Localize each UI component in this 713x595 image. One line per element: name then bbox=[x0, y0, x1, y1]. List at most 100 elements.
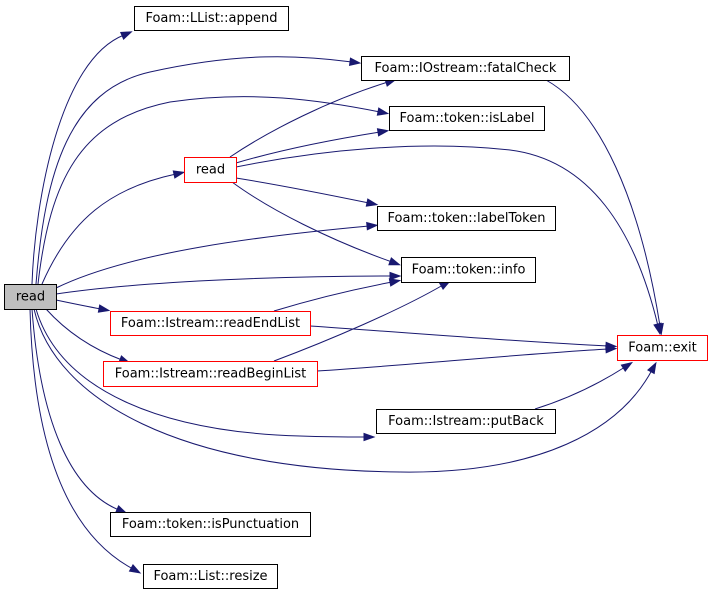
edge-line bbox=[534, 366, 626, 410]
node-box bbox=[376, 409, 556, 434]
node-box bbox=[143, 564, 278, 589]
edge-read2-to-info bbox=[231, 181, 401, 266]
node-box bbox=[401, 257, 536, 283]
node-box bbox=[184, 157, 237, 183]
edge-root-to-read2 bbox=[41, 170, 186, 285]
edge-root-to-isLabel bbox=[37, 96, 390, 285]
edge-root-to-exit bbox=[33, 308, 657, 473]
node-box bbox=[617, 335, 708, 361]
node-label: Foam::Istream::readEndList bbox=[121, 316, 300, 331]
edge-readEndList-to-info bbox=[273, 278, 402, 312]
edge-arrowhead bbox=[119, 31, 133, 40]
edge-line bbox=[55, 225, 370, 289]
edge-line bbox=[235, 177, 370, 204]
edge-line bbox=[545, 79, 661, 327]
node-info[interactable]: Foam::token::info bbox=[401, 257, 536, 283]
node-box bbox=[4, 284, 57, 310]
edge-readBeginList-to-exit bbox=[316, 344, 618, 372]
nodes-layer: read Foam::LList::appendFoam::IOstream::f… bbox=[4, 6, 708, 589]
edge-line bbox=[33, 308, 653, 473]
edge-root-to-info bbox=[55, 271, 402, 295]
edge-line bbox=[309, 325, 609, 347]
edge-putBack-to-exit bbox=[534, 361, 634, 410]
edge-arrowhead bbox=[655, 322, 664, 336]
node-readBeginList[interactable]: Foam::Istream::readBeginList bbox=[103, 361, 318, 387]
edge-root-to-labelToken bbox=[55, 221, 379, 289]
edge-line bbox=[229, 81, 389, 158]
edge-line bbox=[316, 348, 609, 372]
edge-line bbox=[273, 281, 393, 312]
node-label: Foam::token::info bbox=[412, 263, 526, 278]
node-box bbox=[110, 512, 311, 537]
edge-line bbox=[41, 173, 177, 285]
edge-arrowhead bbox=[97, 304, 111, 313]
edge-read2-to-exit bbox=[235, 145, 662, 336]
edge-line bbox=[29, 308, 134, 570]
edge-arrowhead bbox=[389, 271, 402, 281]
node-fatalCheck[interactable]: Foam::IOstream::fatalCheck bbox=[361, 56, 570, 81]
edge-line bbox=[35, 56, 353, 285]
edge-root-to-readEndList bbox=[55, 299, 111, 313]
edge-root-to-putBack bbox=[35, 308, 376, 442]
edge-line bbox=[231, 181, 393, 263]
edge-root-to-fatalCheck bbox=[35, 56, 362, 285]
node-label: Foam::LList::append bbox=[145, 11, 277, 26]
edge-line bbox=[45, 308, 123, 361]
edge-fatalCheck-to-exit bbox=[545, 79, 664, 336]
node-labelToken[interactable]: Foam::token::labelToken bbox=[377, 206, 556, 231]
node-resize[interactable]: Foam::List::resize bbox=[143, 564, 278, 589]
edge-root-to-isPunctuation bbox=[31, 308, 128, 514]
edge-arrowhead bbox=[388, 278, 402, 287]
node-label: Foam::List::resize bbox=[153, 569, 267, 584]
edge-arrowhead bbox=[647, 361, 657, 375]
edge-line bbox=[35, 308, 367, 438]
node-label: Foam::token::isLabel bbox=[400, 111, 535, 126]
edge-arrowhead bbox=[376, 128, 390, 137]
node-label: read bbox=[196, 163, 225, 178]
edge-line bbox=[31, 34, 125, 285]
node-putBack[interactable]: Foam::Istream::putBack bbox=[376, 409, 556, 434]
node-label: Foam::Istream::putBack bbox=[388, 414, 544, 429]
node-label: Foam::token::isPunctuation bbox=[122, 517, 299, 532]
edge-line bbox=[55, 299, 102, 310]
edge-read2-to-fatalCheck bbox=[229, 78, 398, 158]
edge-arrowhead bbox=[376, 107, 390, 116]
edge-root-to-append bbox=[31, 31, 133, 285]
node-box bbox=[110, 311, 311, 336]
edge-arrowhead bbox=[363, 432, 376, 442]
edge-root-to-resize bbox=[29, 308, 142, 574]
node-exit[interactable]: Foam::exit bbox=[617, 335, 708, 361]
edge-arrowhead bbox=[365, 198, 379, 207]
node-label: read bbox=[16, 290, 45, 305]
node-label: Foam::token::labelToken bbox=[388, 211, 546, 226]
node-isLabel[interactable]: Foam::token::isLabel bbox=[389, 106, 545, 131]
node-read2[interactable]: read bbox=[184, 157, 237, 183]
node-label: Foam::exit bbox=[628, 341, 697, 356]
edge-line bbox=[31, 308, 120, 511]
edge-arrowhead bbox=[348, 57, 362, 66]
edge-arrowhead bbox=[366, 221, 379, 231]
node-readEndList[interactable]: Foam::Istream::readEndList bbox=[110, 311, 311, 336]
node-isPunctuation[interactable]: Foam::token::isPunctuation bbox=[110, 512, 311, 537]
node-box bbox=[361, 56, 570, 81]
node-box bbox=[103, 361, 318, 387]
node-append[interactable]: Foam::LList::append bbox=[134, 6, 289, 31]
edge-arrowhead bbox=[388, 257, 401, 266]
edge-line bbox=[55, 275, 393, 295]
edge-line bbox=[235, 131, 381, 164]
edge-line bbox=[235, 145, 659, 327]
node-box bbox=[134, 6, 289, 31]
edge-arrowhead bbox=[128, 564, 142, 574]
node-label: Foam::Istream::readBeginList bbox=[115, 367, 307, 382]
node-label: Foam::IOstream::fatalCheck bbox=[375, 61, 557, 76]
edge-line bbox=[273, 284, 444, 362]
node-box bbox=[389, 106, 545, 131]
edge-arrowhead bbox=[620, 361, 634, 372]
node-box bbox=[377, 206, 556, 231]
edge-arrowhead bbox=[172, 170, 186, 179]
edge-arrowhead bbox=[605, 344, 618, 354]
edges-layer bbox=[29, 31, 664, 574]
edge-readEndList-to-exit bbox=[309, 325, 618, 351]
edge-read2-to-labelToken bbox=[235, 177, 379, 207]
